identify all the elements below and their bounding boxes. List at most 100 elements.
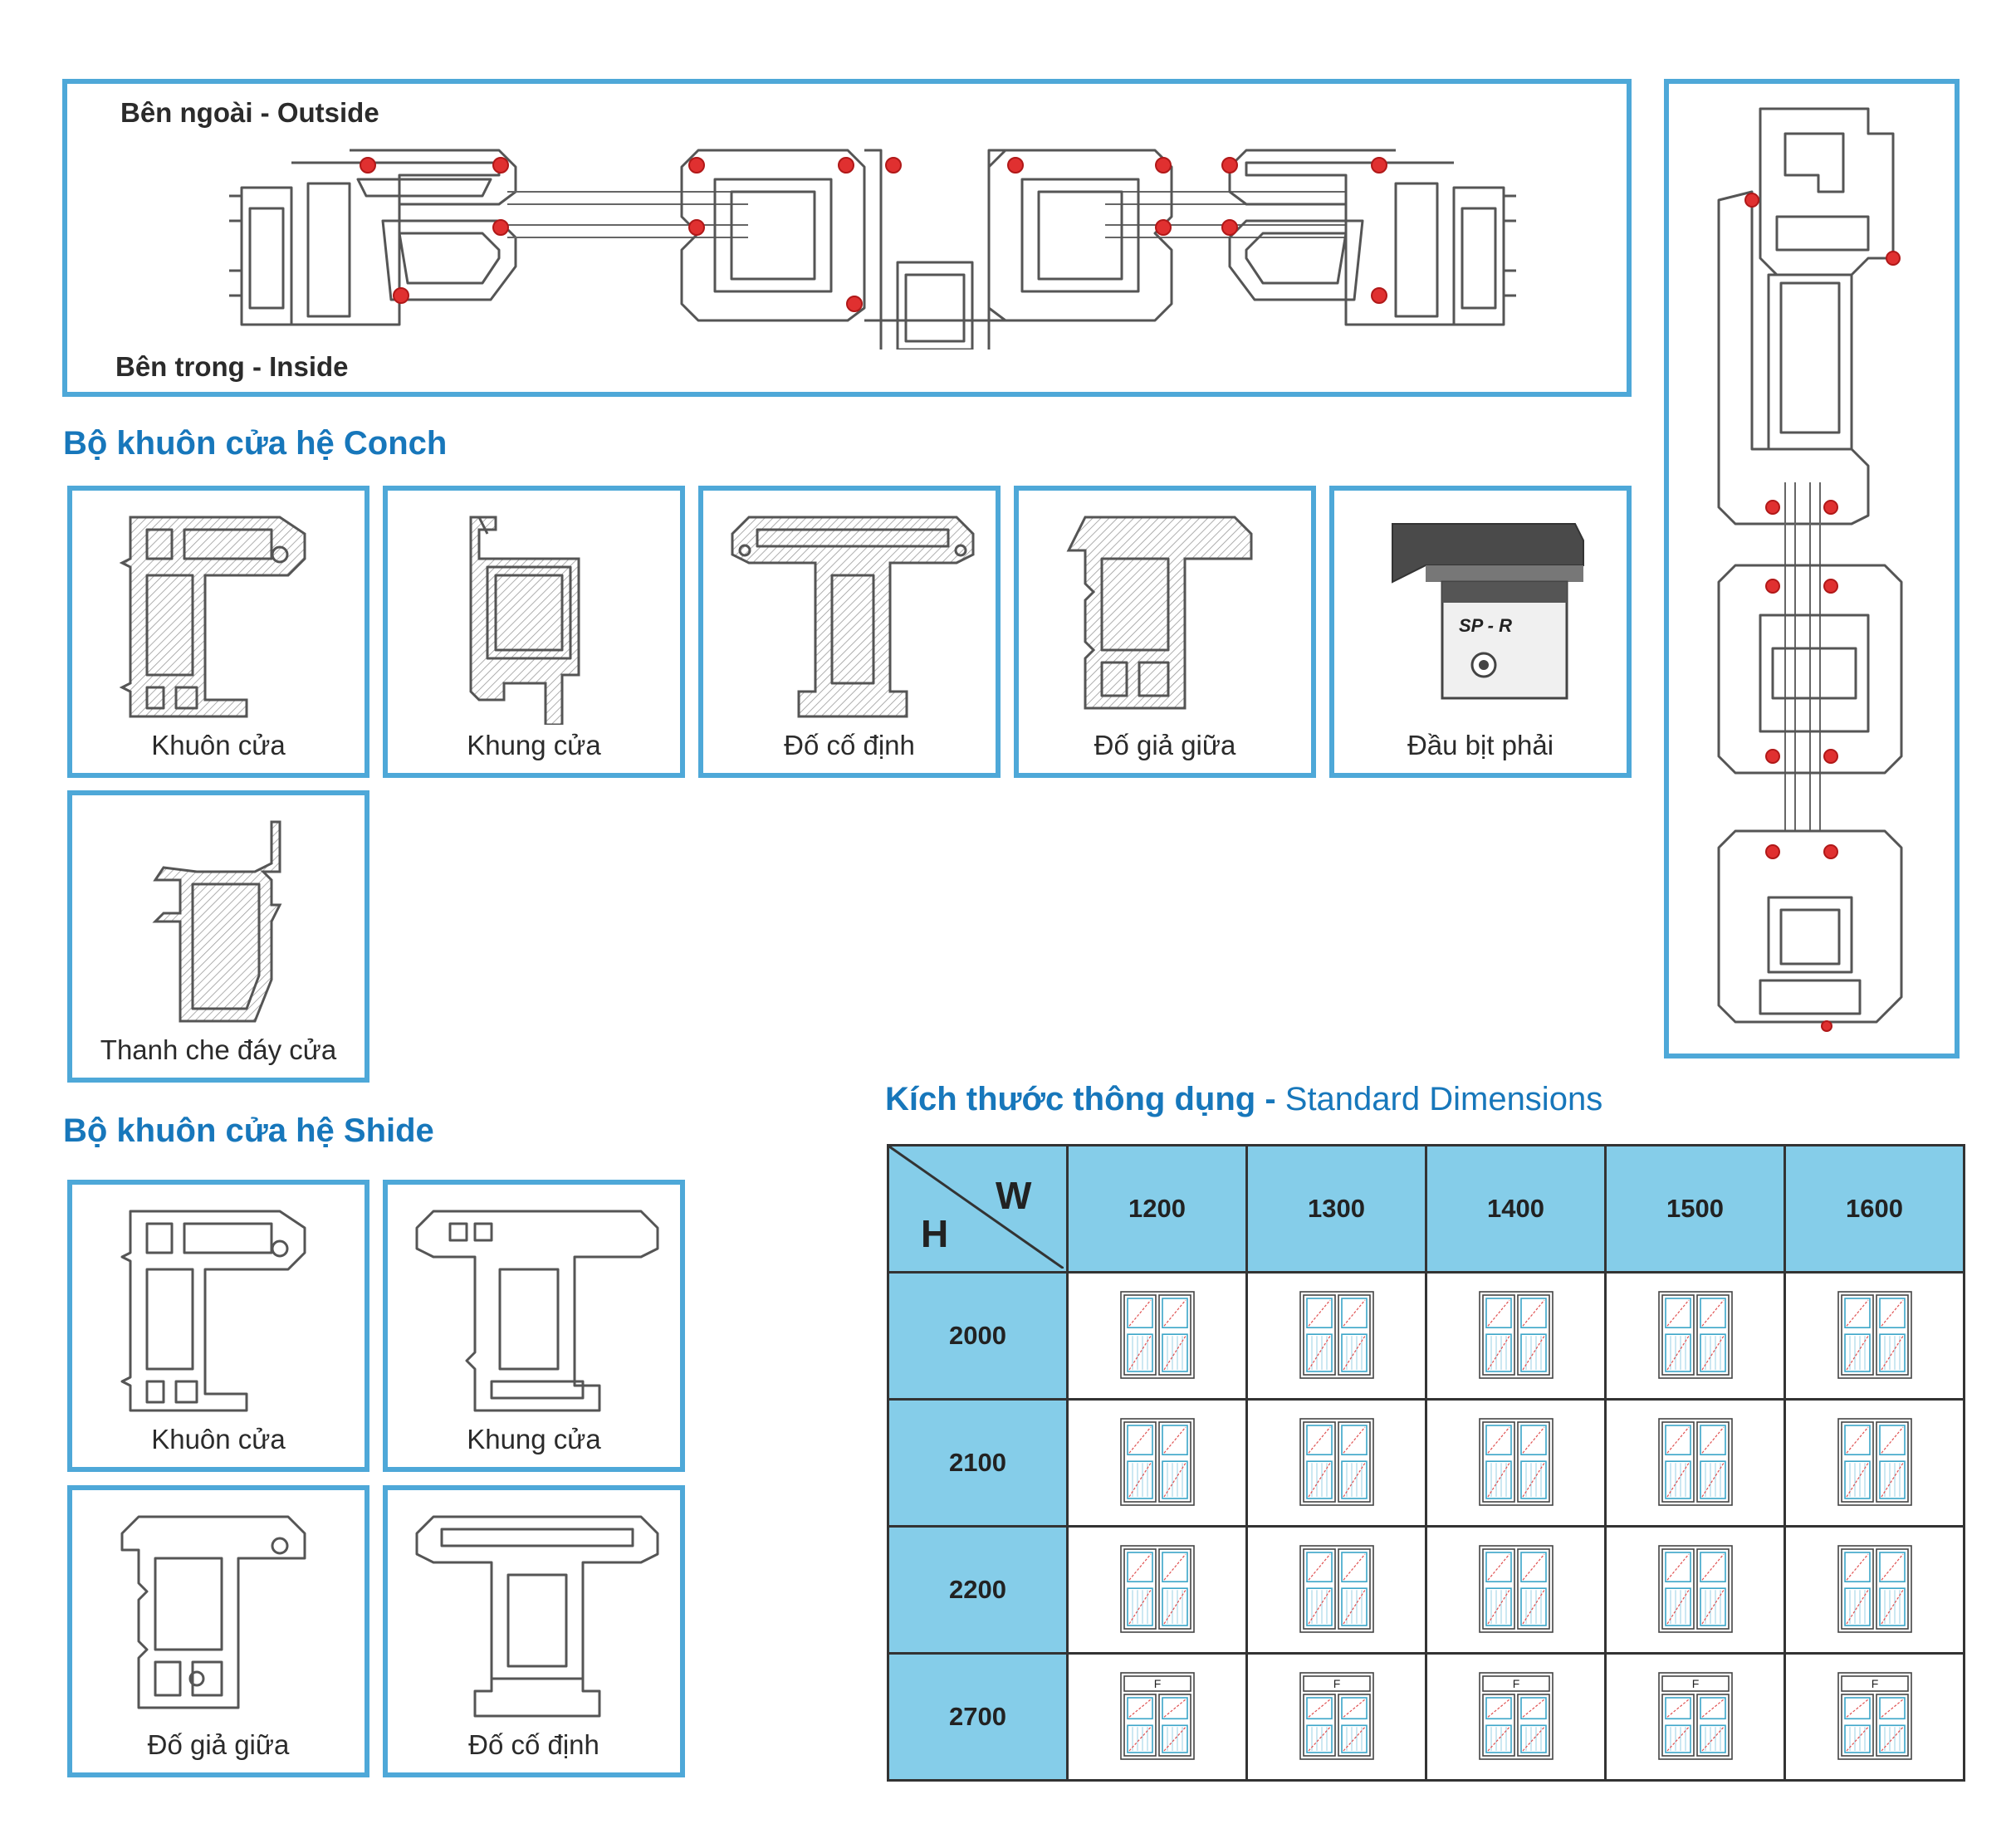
door-thumbnail-cell: F [1245, 1652, 1427, 1782]
conch-sash-card: Khung cửa [383, 486, 685, 778]
dimensions-row: 2000 [887, 1271, 1965, 1401]
outside-label: Bên ngoài - Outside [120, 97, 379, 128]
horizontal-section-drawing [229, 149, 1516, 350]
conch-bottom-cover-card: Thanh che đáy cửa [67, 790, 369, 1083]
dimensions-title-bold: Kích thước thông dụng - [885, 1081, 1285, 1117]
shide-sash-profile [415, 1210, 659, 1412]
door-thumbnail-cell [1604, 1398, 1786, 1528]
shide-false-mullion-profile [120, 1515, 306, 1709]
shide-frame-label: Khuôn cửa [151, 1424, 286, 1454]
door-thumbnail-cell [1604, 1525, 1786, 1655]
width-header: 1600 [1783, 1144, 1965, 1274]
width-header: 1200 [1066, 1144, 1248, 1274]
conch-false-mullion-profile [1066, 516, 1253, 710]
conch-section-title: Bộ khuôn cửa hệ Conch [63, 425, 448, 462]
conch-frame-profile [119, 516, 306, 718]
door-thumbnail-cell [1245, 1525, 1427, 1655]
fixed-pane-label: F [1333, 1677, 1340, 1690]
door-thumbnail-cell [1783, 1398, 1965, 1528]
door-thumbnail-fixed-top: F [1428, 1671, 1603, 1762]
door-thumbnail [1607, 1544, 1783, 1635]
door-thumbnail [1428, 1544, 1603, 1635]
conch-bottom-cover-label: Thanh che đáy cửa [100, 1034, 337, 1065]
shide-frame-card: Khuôn cửa [67, 1180, 369, 1472]
door-thumbnail [1249, 1417, 1424, 1508]
shide-fixed-mullion-profile [415, 1515, 659, 1718]
door-thumbnail [1428, 1290, 1603, 1381]
shide-sash-label: Khung cửa [467, 1424, 601, 1454]
door-thumbnail-fixed-top: F [1787, 1671, 1962, 1762]
door-thumbnail-fixed-top: F [1249, 1671, 1424, 1762]
dimensions-row: 2100 [887, 1398, 1965, 1528]
w-axis-label: W [996, 1174, 1032, 1217]
height-header: 2100 [887, 1398, 1069, 1528]
door-thumbnail [1607, 1417, 1783, 1508]
door-thumbnail-cell [1425, 1525, 1607, 1655]
conch-end-cap-label: Đầu bịt phải [1407, 730, 1554, 760]
door-thumbnail-cell [1425, 1398, 1607, 1528]
conch-end-cap-card: SP - R Đầu bịt phải [1329, 486, 1632, 778]
fixed-pane-label: F [1871, 1677, 1878, 1690]
door-thumbnail [1069, 1417, 1245, 1508]
width-header: 1500 [1604, 1144, 1786, 1274]
door-thumbnail-cell: F [1783, 1652, 1965, 1782]
dimensions-row: 2200 [887, 1525, 1965, 1655]
door-thumbnail [1787, 1417, 1962, 1508]
shide-fixed-mullion-label: Đố cố định [468, 1729, 599, 1760]
door-thumbnail-cell: F [1604, 1652, 1786, 1782]
door-thumbnail-cell [1425, 1271, 1607, 1401]
door-thumbnail [1069, 1544, 1245, 1635]
door-thumbnail [1428, 1417, 1603, 1508]
dimensions-table: W H 1200 1300 1400 1500 1600 2000 2100 2… [887, 1144, 1965, 1782]
shide-false-mullion-label: Đố giả giữa [147, 1729, 290, 1760]
conch-sash-label: Khung cửa [467, 730, 601, 760]
door-thumbnail [1607, 1290, 1783, 1381]
horizontal-section-panel: Bên ngoài - Outside Bên trong - Inside [62, 79, 1632, 397]
conch-bottom-cover-profile [152, 820, 282, 1023]
conch-sash-profile [469, 516, 580, 725]
dimensions-title: Kích thước thông dụng - Standard Dimensi… [885, 1081, 1602, 1118]
door-thumbnail-cell [1066, 1398, 1248, 1528]
inside-label: Bên trong - Inside [115, 351, 349, 382]
shide-sash-card: Khung cửa [383, 1180, 685, 1472]
hw-corner-cell: W H [887, 1144, 1069, 1274]
conch-false-mullion-card: Đố giả giữa [1014, 486, 1316, 778]
door-thumbnail-cell [1245, 1398, 1427, 1528]
width-header: 1400 [1425, 1144, 1607, 1274]
height-header: 2200 [887, 1525, 1069, 1655]
door-thumbnail [1249, 1544, 1424, 1635]
vertical-section-panel [1664, 79, 1960, 1058]
door-thumbnail-cell [1066, 1525, 1248, 1655]
fixed-pane-label: F [1691, 1677, 1699, 1690]
conch-frame-label: Khuôn cửa [151, 730, 286, 760]
h-axis-label: H [921, 1212, 949, 1255]
door-thumbnail-fixed-top: F [1607, 1671, 1783, 1762]
door-thumbnail [1249, 1290, 1424, 1381]
door-thumbnail-cell [1604, 1271, 1786, 1401]
dimensions-title-regular: Standard Dimensions [1284, 1081, 1603, 1117]
door-thumbnail-cell [1783, 1525, 1965, 1655]
door-thumbnail-cell [1783, 1271, 1965, 1401]
door-thumbnail-cell: F [1425, 1652, 1607, 1782]
dimensions-header-row: W H 1200 1300 1400 1500 1600 [887, 1144, 1965, 1274]
conch-frame-card: Khuôn cửa [67, 486, 369, 778]
fixed-pane-label: F [1153, 1677, 1161, 1690]
conch-end-cap-drawing [1392, 523, 1584, 700]
conch-fixed-mullion-card: Đố cố định [698, 486, 1001, 778]
door-thumbnail-fixed-top: F [1069, 1671, 1245, 1762]
door-thumbnail [1069, 1290, 1245, 1381]
fixed-pane-label: F [1512, 1677, 1519, 1690]
door-thumbnail-cell: F [1066, 1652, 1248, 1782]
door-thumbnail [1787, 1544, 1962, 1635]
door-thumbnail-cell [1066, 1271, 1248, 1401]
door-thumbnail-cell [1245, 1271, 1427, 1401]
height-header: 2700 [887, 1652, 1069, 1782]
shide-false-mullion-card: Đố giả giữa [67, 1485, 369, 1777]
shide-fixed-mullion-card: Đố cố định [383, 1485, 685, 1777]
end-cap-logo-text: SP - R [1459, 615, 1512, 636]
shide-section-title: Bộ khuôn cửa hệ Shide [63, 1112, 434, 1149]
height-header: 2000 [887, 1271, 1069, 1401]
conch-fixed-mullion-label: Đố cố định [784, 730, 915, 760]
shide-frame-profile [120, 1210, 306, 1412]
door-thumbnail [1787, 1290, 1962, 1381]
